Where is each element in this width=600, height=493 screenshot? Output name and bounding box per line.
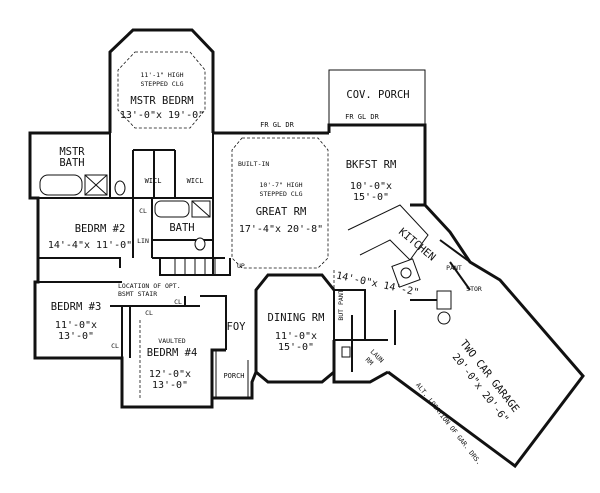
mstr-bath-label-1: MSTR: [59, 146, 85, 158]
dining-dims-2: 15'-0": [278, 342, 314, 353]
fixtures: [39, 174, 452, 358]
water-heater-icon: [436, 290, 452, 310]
bedrm3-dims-1: 11'-0"x: [55, 320, 97, 331]
mstr-bath-label-2: BATH: [59, 157, 84, 169]
bedrm4-label: BEDRM #4: [147, 347, 198, 359]
great-ceiling-1: 10'-7" HIGH: [259, 181, 302, 189]
laun-label-2: RM: [364, 356, 375, 367]
stair-note-1: LOCATION OF OPT.: [118, 282, 181, 290]
dining-rm-label: DINING RM: [268, 312, 325, 324]
mstr-bedrm-dims: 13'-0"x 19'-0": [120, 110, 204, 121]
up-label: UP: [237, 262, 245, 270]
mstr-bedrm-label: MSTR BEDRM: [130, 95, 193, 107]
garage-alt-note: ALT. LOCATION OF GAR. DRS.: [414, 381, 483, 466]
built-in-label: BUILT-IN: [238, 160, 269, 168]
bath-toilet-icon: [194, 237, 206, 251]
fr-gl-dr-right-label: FR GL DR: [345, 113, 380, 121]
lin-label: LIN: [137, 237, 149, 245]
wicl-right-label: WICL: [187, 177, 204, 185]
bkfst-rm-label: BKFST RM: [346, 159, 397, 171]
cooktop-icon: [400, 267, 412, 279]
stair-note-2: BSMT STAIR: [118, 290, 157, 298]
mstr-ceiling-1: 11'-1" HIGH: [140, 71, 183, 79]
dining-dims-1: 11'-0"x: [275, 331, 317, 342]
ceiling-outlines: [117, 51, 335, 400]
bedrm4-dims-1: 12'-0"x: [149, 369, 191, 380]
bedrm3-label: BEDRM #3: [51, 301, 102, 313]
toilet-icon: [114, 180, 126, 196]
cov-porch-label: COV. PORCH: [346, 89, 409, 101]
fr-gl-dr-left-label: FR GL DR: [260, 121, 295, 129]
cl-b4-label: CL: [174, 298, 182, 306]
wicl-left-label: WICL: [145, 177, 162, 185]
bath-tub-icon: [154, 200, 190, 218]
cl-small-label: CL: [139, 207, 147, 215]
bathtub-icon: [39, 174, 83, 196]
mstr-ceiling-2: STEPPED CLG: [140, 80, 183, 88]
cl-b3-top-label: CL: [145, 309, 153, 317]
bath-label: BATH: [169, 222, 194, 234]
labels: COV. PORCH FR GL DR FR GL DR 11'-1" HIGH…: [48, 71, 521, 466]
cl-b3-side-label: CL: [111, 342, 119, 350]
porch-label: PORCH: [223, 372, 244, 380]
stor-label: STOR: [466, 285, 482, 293]
great-rm-dims: 17'-4"x 20'-8": [239, 224, 323, 235]
pant-label: PANT: [446, 264, 462, 272]
bkfst-dims-2: 15'-0": [353, 192, 389, 203]
bedrm4-dims-2: 13'-0": [152, 380, 188, 391]
great-rm-label: GREAT RM: [256, 206, 307, 218]
bkfst-dims-1: 10'-0"x: [350, 181, 392, 192]
stair-treads: [174, 258, 216, 275]
bedrm3-dims-2: 13'-0": [58, 331, 94, 342]
laundry-icon: [341, 346, 351, 358]
bedrm4-vaulted: VAULTED: [158, 337, 185, 345]
utility-icon: [437, 311, 451, 325]
great-ceiling-2: STEPPED CLG: [259, 190, 302, 198]
but-pant-label: BUT PANT: [337, 289, 345, 320]
bedrm2-dims: 14'-4"x 11'-0": [48, 240, 132, 251]
foy-label: FOY: [227, 321, 247, 333]
bedrm2-label: BEDRM #2: [75, 223, 126, 235]
